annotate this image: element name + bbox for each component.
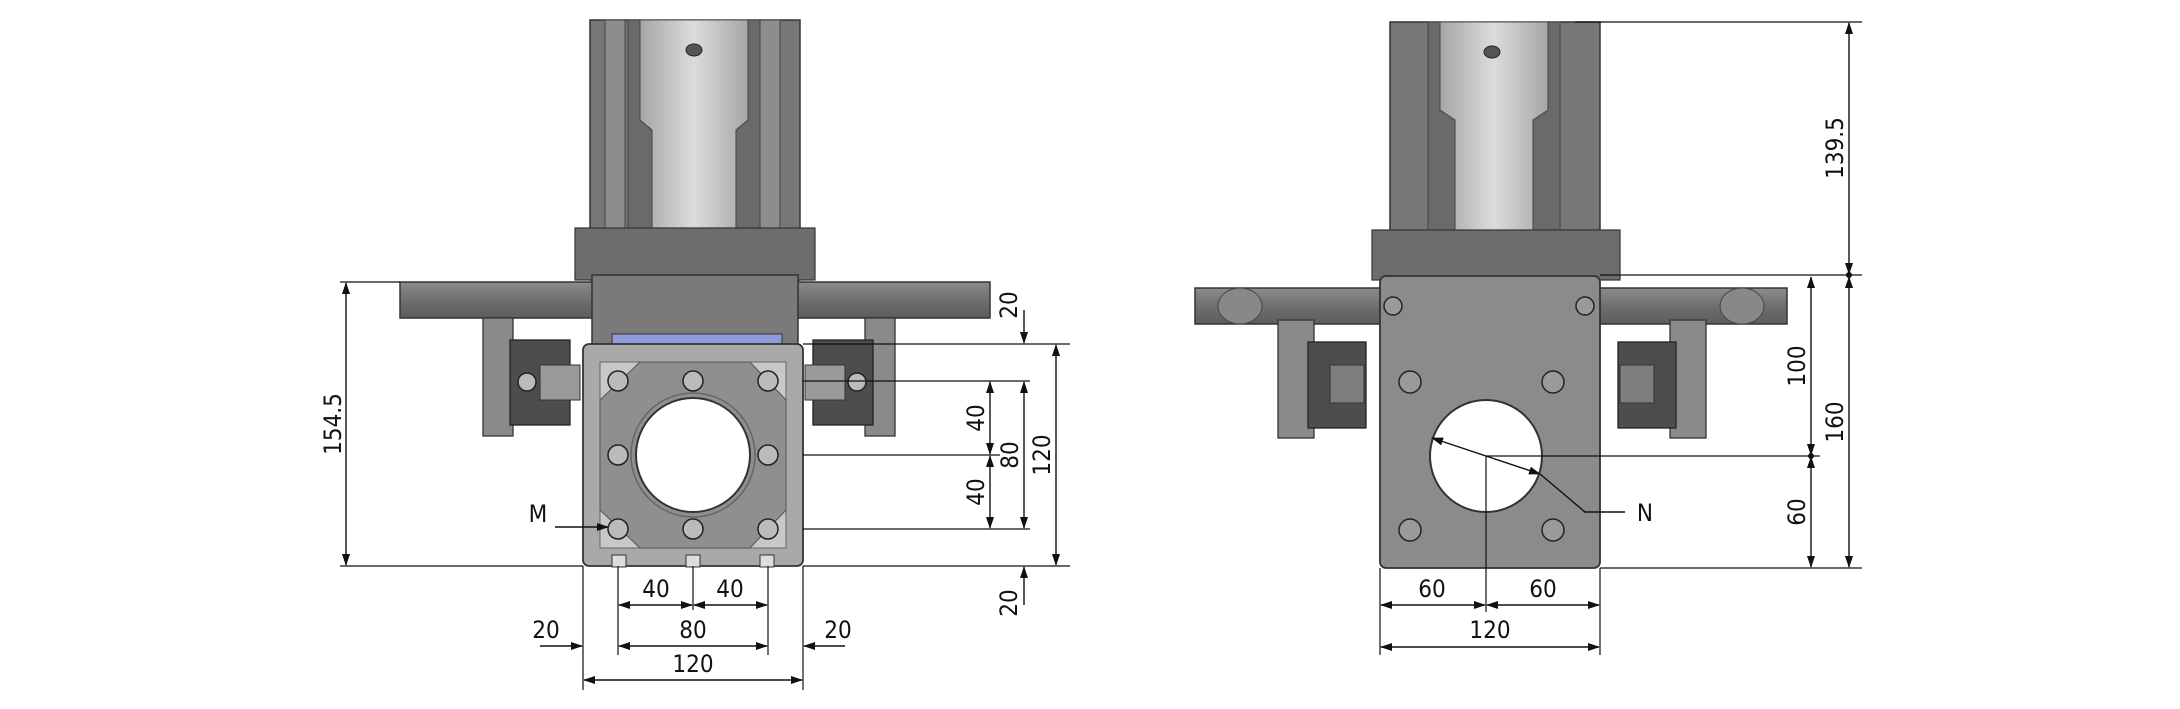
dim-slot-upper: 40 (962, 404, 990, 431)
left-flange-plate (399, 274, 991, 346)
dim-plate-upper: 100 (1783, 345, 1811, 386)
dim-half-left: 60 (1418, 575, 1445, 603)
dim-bottom-slot-b: 40 (716, 575, 743, 603)
dim-plate-lower: 60 (1783, 498, 1811, 525)
blue-insert (611, 333, 783, 345)
dim-bottom-slot-a: 40 (642, 575, 669, 603)
aluminium-profile (582, 343, 804, 568)
dim-edge-right: 20 (824, 616, 851, 644)
dim-overall-height: 154.5 (319, 393, 347, 455)
left-dimensions: 154.5 20 40 40 80 120 20 (319, 281, 1070, 690)
dim-column-height: 139.5 (1821, 117, 1849, 179)
left-side-brackets (482, 317, 896, 437)
right-view: 139.5 100 60 160 60 60 120 (1194, 21, 1862, 655)
dim-half-right: 60 (1529, 575, 1556, 603)
left-column (574, 19, 816, 281)
callout-n: N (1637, 499, 1653, 527)
dim-top-offset: 20 (995, 291, 1023, 318)
dim-bottom-offset: 20 (995, 589, 1023, 616)
right-column (1371, 21, 1621, 281)
callout-m: M (529, 500, 548, 528)
right-side-brackets (1277, 319, 1707, 439)
dim-profile-height: 120 (1028, 434, 1056, 475)
dim-profile-width: 120 (672, 650, 713, 678)
left-view: 154.5 20 40 40 80 120 20 (319, 19, 1070, 690)
dim-plate-width: 120 (1469, 616, 1510, 644)
dim-slot-lower: 40 (962, 478, 990, 505)
dim-plate-height: 160 (1821, 401, 1849, 442)
dim-edge-left: 20 (532, 616, 559, 644)
dim-slot-span: 80 (996, 441, 1024, 468)
plate-bolts (1383, 296, 1595, 542)
adapter-plate (1379, 275, 1601, 569)
right-dimensions: 139.5 100 60 160 60 60 120 (1379, 21, 1862, 655)
dim-bottom-span: 80 (679, 616, 706, 644)
